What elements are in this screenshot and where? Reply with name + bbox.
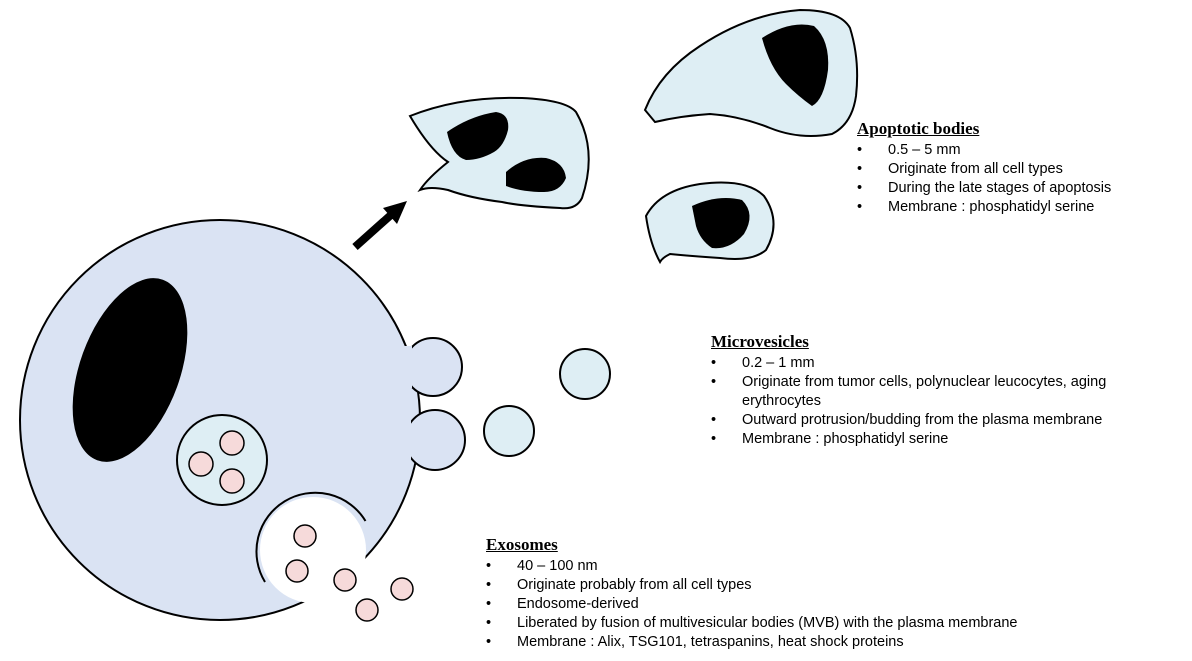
apoptotic-nucleus-fragment	[762, 24, 829, 106]
exosomes-title: Exosomes	[486, 535, 558, 554]
microvesicle	[483, 405, 535, 457]
cell-nucleus	[72, 278, 188, 462]
list-item: Endosome-derived	[486, 595, 1017, 614]
list-item: Outward protrusion/budding from the plas…	[711, 411, 1189, 430]
exosome	[390, 577, 414, 601]
apoptotic-body	[643, 8, 859, 137]
multivesicular-body	[176, 414, 268, 506]
list-item: Membrane : phosphatidyl serine	[711, 430, 1189, 449]
exosomes-list: 40 – 100 nm Originate probably from all …	[486, 557, 1017, 652]
microvesicles-title: Microvesicles	[711, 332, 809, 351]
arrow-icon	[352, 201, 407, 250]
microvesicle-bud	[404, 409, 466, 471]
list-item: Membrane : phosphatidyl serine	[857, 198, 1111, 217]
list-item: 0.2 – 1 mm	[711, 354, 1189, 373]
exosome	[293, 524, 317, 548]
apoptotic-nucleus-fragment	[506, 157, 566, 192]
intraluminal-vesicle	[219, 468, 245, 494]
list-item: 0.5 – 5 mm	[857, 141, 1111, 160]
apoptotic-nucleus-fragment	[447, 112, 509, 160]
microvesicle-bud	[403, 337, 463, 397]
endocytic-pit-outline	[255, 491, 367, 583]
microvesicles-list: 0.2 – 1 mm Originate from tumor cells, p…	[711, 354, 1189, 449]
microvesicles-info: Microvesicles 0.2 – 1 mm Originate from …	[711, 332, 1189, 449]
apoptotic-body	[644, 181, 775, 265]
apoptotic-bodies-info: Apoptotic bodies 0.5 – 5 mm Originate fr…	[857, 119, 1111, 217]
exosomes-info: Exosomes 40 – 100 nm Originate probably …	[486, 535, 1017, 652]
apoptotic-bodies-title: Apoptotic bodies	[857, 119, 980, 138]
list-item: 40 – 100 nm	[486, 557, 1017, 576]
list-item: Liberated by fusion of multivesicular bo…	[486, 614, 1017, 633]
intraluminal-vesicle	[188, 451, 214, 477]
microvesicle	[559, 348, 611, 400]
list-item: During the late stages of apoptosis	[857, 179, 1111, 198]
exosome	[285, 559, 309, 583]
intraluminal-vesicle	[219, 430, 245, 456]
list-item: Membrane : Alix, TSG101, tetraspanins, h…	[486, 633, 1017, 652]
list-item: Originate from all cell types	[857, 160, 1111, 179]
apoptotic-bodies-list: 0.5 – 5 mm Originate from all cell types…	[857, 141, 1111, 217]
exosome	[355, 598, 379, 622]
list-item: Originate from tumor cells, polynuclear …	[711, 373, 1189, 411]
exosome	[333, 568, 357, 592]
apoptotic-nucleus-fragment	[692, 198, 750, 249]
apoptotic-body	[408, 96, 590, 210]
list-item: Originate probably from all cell types	[486, 576, 1017, 595]
